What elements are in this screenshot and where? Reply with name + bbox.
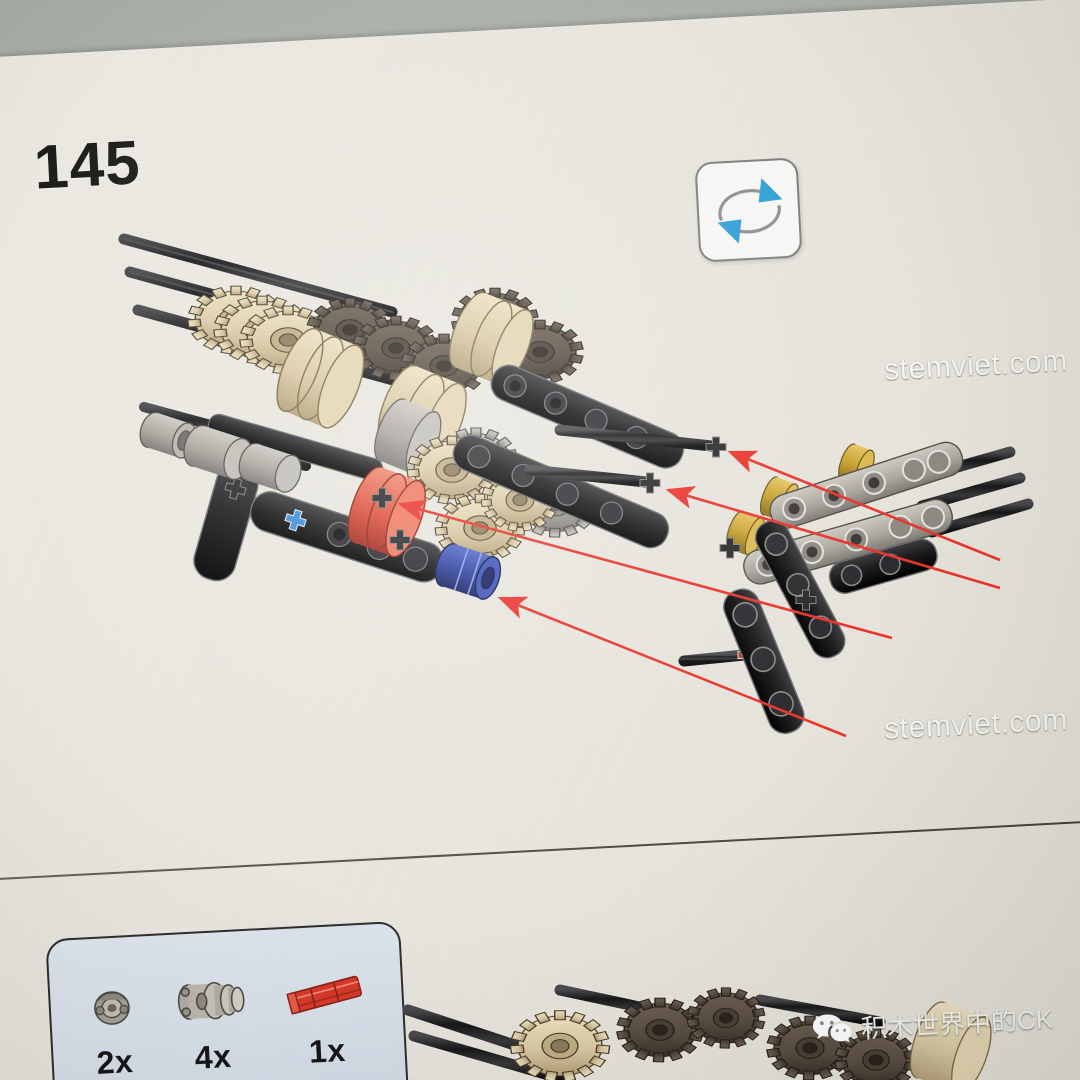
assembly-arrow-group: [397, 450, 1001, 738]
bushing-icon: [84, 973, 139, 1040]
wechat-credit: 积木世界中的CK: [811, 999, 1054, 1049]
list-item: 1x: [281, 961, 370, 1072]
rotate-arrow-head-top: [758, 178, 783, 203]
list-item: 2x: [84, 973, 142, 1080]
red-axle-icon: [281, 961, 368, 1029]
axle-stubs-main-right: [371, 424, 727, 551]
parts-callout-box: 2x: [45, 920, 410, 1080]
black-angle-beams: [723, 519, 938, 734]
assembly-arrow: [397, 499, 893, 640]
rotate-model-icon[interactable]: [694, 157, 803, 263]
assembly-arrow: [497, 596, 847, 738]
list-item: 4x: [171, 967, 252, 1078]
blue-connector: [434, 543, 502, 600]
axle-connector-icon: [171, 967, 250, 1035]
assembly-arrow: [727, 450, 1001, 562]
rotate-arrow-head-bottom: [717, 219, 742, 244]
universal-joint-group: [139, 411, 302, 493]
assembly-arrow: [665, 486, 1001, 590]
wechat-icon: [812, 1014, 852, 1042]
